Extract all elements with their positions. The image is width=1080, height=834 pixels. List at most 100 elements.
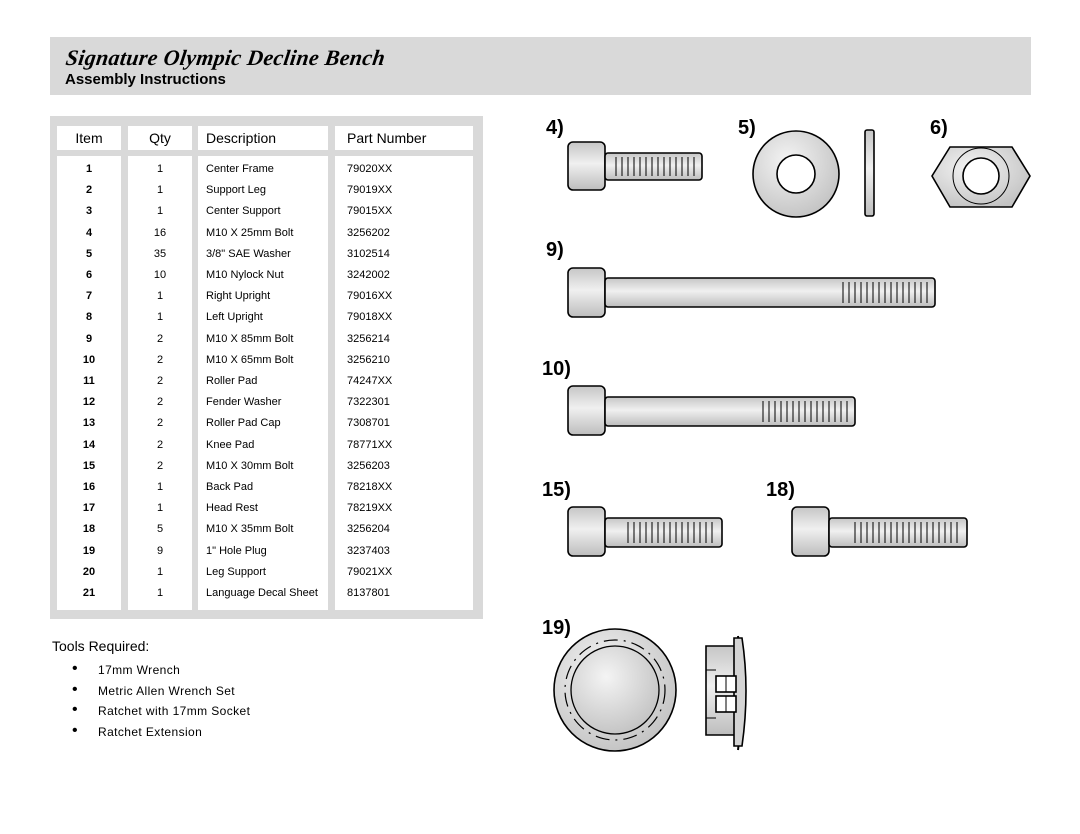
bolt-15-icon — [567, 506, 723, 557]
row-part-number: 3256203 — [347, 459, 390, 472]
column-header-qty: Qty — [128, 126, 192, 150]
row-part-number: 79018XX — [347, 311, 393, 324]
washer-5-icon — [752, 129, 875, 218]
hole-plug-19-icon — [553, 628, 747, 752]
row-part-number: 78771XX — [347, 438, 393, 451]
column-header-part-number: Part Number — [335, 126, 473, 150]
part-label-6: 6) — [930, 117, 948, 139]
row-description: Center Support — [206, 205, 281, 218]
tool-item: Ratchet with 17mm Socket — [72, 702, 250, 724]
row-part-number: 79021XX — [347, 565, 393, 578]
column-description — [198, 156, 328, 610]
row-item: 16 — [82, 481, 96, 493]
row-qty: 1 — [156, 565, 164, 578]
row-qty: 2 — [156, 459, 164, 472]
row-description: 3/8" SAE Washer — [206, 247, 291, 260]
tool-item: 17mm Wrench — [72, 661, 250, 683]
row-qty: 9 — [156, 544, 164, 557]
row-item: 2 — [85, 184, 93, 197]
row-item: 15 — [82, 459, 96, 472]
row-qty: 1 — [156, 587, 164, 599]
row-part-number: 3256214 — [347, 332, 390, 345]
row-item: 11 — [83, 375, 95, 387]
row-description: M10 Nylock Nut — [206, 269, 284, 281]
row-qty: 5 — [156, 523, 164, 536]
row-item: 13 — [82, 417, 96, 430]
row-qty: 1 — [156, 184, 164, 197]
row-item: 6 — [85, 269, 93, 281]
part-label-15: 15) — [542, 479, 571, 501]
row-item: 1 — [85, 163, 93, 175]
row-qty: 2 — [156, 417, 164, 430]
row-description: Center Frame — [206, 163, 274, 175]
bolt-9-icon — [567, 267, 936, 318]
part-label-5: 5) — [738, 117, 756, 139]
row-qty: 2 — [156, 396, 164, 409]
row-part-number: 3242002 — [347, 269, 390, 281]
row-description: Leg Support — [206, 565, 266, 578]
row-description: M10 X 35mm Bolt — [206, 523, 294, 536]
row-part-number: 78219XX — [347, 502, 393, 515]
row-description: M10 X 30mm Bolt — [206, 459, 294, 472]
row-part-number: 78218XX — [347, 481, 393, 493]
document-title: Signature Olympic Decline Bench — [64, 45, 387, 70]
row-part-number: 3256202 — [347, 226, 390, 239]
bolt-4-icon — [567, 141, 703, 191]
bolt-18-icon — [791, 506, 968, 557]
row-item: 7 — [85, 290, 93, 303]
row-item: 20 — [82, 565, 96, 578]
tools-list: 17mm Wrench Metric Allen Wrench Set Ratc… — [72, 661, 250, 745]
row-part-number: 3237403 — [347, 544, 390, 557]
row-description: M10 X 65mm Bolt — [206, 353, 294, 366]
tools-title: Tools Required: — [52, 638, 150, 654]
column-header-description: Description — [198, 126, 328, 150]
row-item: 21 — [82, 587, 96, 599]
row-qty: 1 — [156, 205, 164, 218]
tool-item: Ratchet Extension — [72, 723, 250, 745]
row-description: Roller Pad — [206, 375, 258, 387]
row-description: Roller Pad Cap — [206, 417, 281, 430]
row-qty: 16 — [153, 226, 167, 239]
row-part-number: 3256210 — [347, 353, 390, 366]
part-label-10: 10) — [542, 358, 571, 380]
row-item: 9 — [85, 332, 93, 345]
row-part-number: 8137801 — [347, 587, 390, 599]
row-description: Support Leg — [206, 184, 266, 197]
row-description: Right Upright — [206, 290, 271, 303]
row-description: 1" Hole Plug — [206, 544, 267, 557]
bolt-10-icon — [567, 385, 856, 436]
part-label-4: 4) — [546, 117, 564, 139]
row-item: 8 — [85, 311, 93, 324]
row-qty: 1 — [156, 311, 164, 324]
part-label-9: 9) — [546, 239, 564, 261]
row-item: 14 — [82, 438, 96, 451]
column-qty — [128, 156, 192, 610]
row-qty: 2 — [156, 375, 164, 387]
row-description: Fender Washer — [206, 396, 282, 409]
part-label-19: 19) — [542, 617, 571, 639]
row-item: 19 — [82, 544, 96, 557]
row-item: 18 — [82, 523, 96, 536]
row-part-number: 74247XX — [347, 375, 393, 387]
column-part-number — [335, 156, 473, 610]
row-qty: 2 — [156, 332, 164, 345]
nylock-nut-6-icon — [931, 146, 1031, 208]
row-part-number: 7308701 — [347, 417, 390, 430]
row-qty: 2 — [156, 438, 164, 451]
column-item — [57, 156, 121, 610]
row-part-number: 79020XX — [347, 163, 393, 175]
row-item: 5 — [85, 247, 93, 260]
row-part-number: 79015XX — [347, 205, 393, 218]
row-qty: 10 — [153, 269, 167, 281]
row-qty: 35 — [153, 247, 167, 260]
row-part-number: 3102514 — [347, 247, 390, 260]
row-description: Left Upright — [206, 311, 263, 324]
row-qty: 1 — [156, 163, 164, 175]
document-subtitle: Assembly Instructions — [65, 71, 226, 88]
row-description: M10 X 25mm Bolt — [206, 226, 294, 239]
tool-item: Metric Allen Wrench Set — [72, 682, 250, 704]
row-part-number: 79016XX — [347, 290, 393, 303]
row-qty: 2 — [156, 353, 164, 366]
row-part-number: 3256204 — [347, 523, 390, 536]
